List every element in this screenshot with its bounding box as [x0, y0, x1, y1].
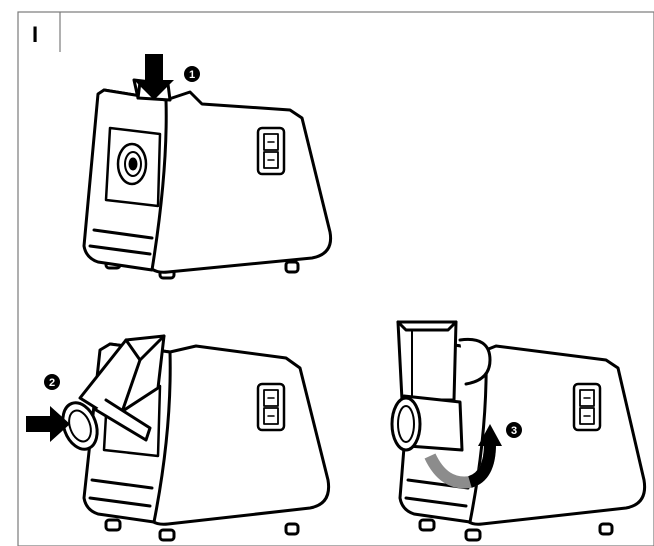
- control-panel-icon: [256, 382, 286, 432]
- panel-2-machine: [61, 334, 331, 542]
- page-border: [17, 11, 654, 546]
- step-3-number: 3: [511, 425, 517, 437]
- step-2-number: 2: [49, 377, 55, 389]
- section-label-box: I: [32, 12, 61, 52]
- section-label: I: [32, 22, 38, 47]
- control-panel-icon: [572, 382, 602, 432]
- curved-arrow-icon: [424, 424, 502, 489]
- step-2-badge: 2: [44, 374, 60, 390]
- down-arrow-icon: [134, 54, 174, 100]
- step-1-badge: 1: [184, 66, 200, 82]
- step-3-badge: 3: [506, 422, 522, 438]
- control-panel-icon: [256, 126, 286, 176]
- step-1-number: 1: [189, 69, 195, 81]
- panel-1-machine: [82, 78, 333, 280]
- right-arrow-icon: [26, 406, 70, 442]
